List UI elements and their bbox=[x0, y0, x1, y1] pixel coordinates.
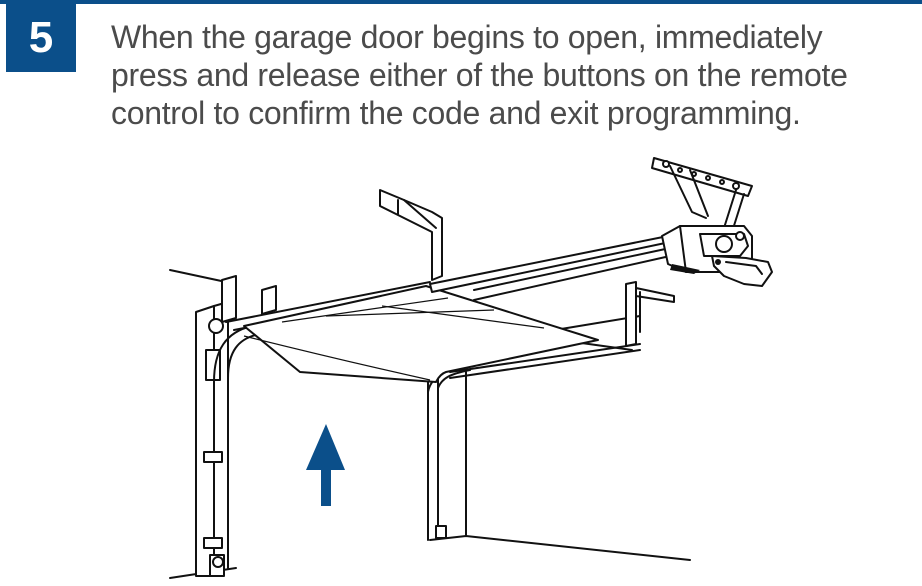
front-hanger-bracket bbox=[625, 281, 675, 347]
ceiling-mount-bracket bbox=[651, 157, 753, 233]
garage-ceiling-lines bbox=[169, 269, 641, 351]
top-rule bbox=[0, 0, 922, 4]
garage-door-panels bbox=[243, 285, 599, 383]
door-opening-up-arrow bbox=[306, 424, 345, 506]
garage-door-opener-unit bbox=[661, 225, 773, 287]
horizontal-door-tracks bbox=[225, 281, 641, 379]
curved-track-sections bbox=[213, 325, 471, 393]
left-door-track bbox=[195, 275, 277, 577]
right-door-track bbox=[427, 377, 447, 541]
rear-hanger-bracket bbox=[379, 189, 443, 281]
garage-floor-lines bbox=[169, 371, 691, 579]
step-number-badge: 5 bbox=[6, 4, 76, 72]
opener-rail bbox=[429, 235, 671, 301]
step-instruction-text: When the garage door begins to open, imm… bbox=[111, 19, 848, 131]
